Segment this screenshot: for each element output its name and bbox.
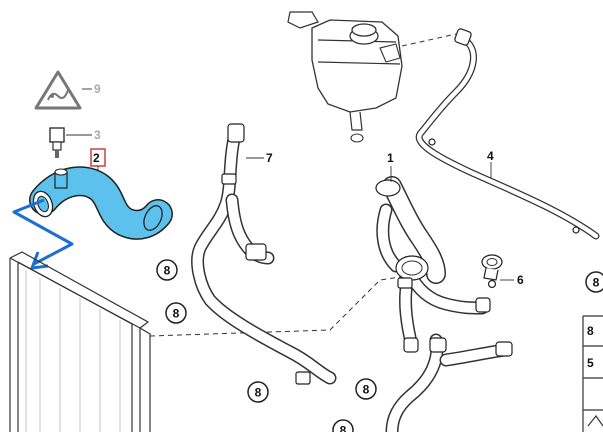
radiator [9,251,151,432]
circled-callout[interactable]: 8 [165,302,187,324]
svg-text:8: 8 [363,383,370,397]
callout-label-3: 3 [94,128,101,142]
legend-row-8: 8 [587,324,594,338]
svg-text:8: 8 [173,307,180,321]
warning-triangle-icon [34,70,82,110]
legend-row-5: 5 [587,356,594,370]
svg-text:8: 8 [593,276,600,290]
vent-line [415,28,600,240]
callout-label-7: 7 [266,151,273,165]
svg-text:8: 8 [164,264,171,278]
hose-clip-6 [481,254,503,289]
callout-label-4: 4 [487,149,494,163]
callout-label-6: 6 [517,273,524,287]
temperature-sensor [49,127,65,158]
circled-callout[interactable]: 8 [332,419,354,432]
parts-legend: 8 5 [582,315,603,432]
expansion-tank [287,11,403,143]
callout-label-1: 1 [387,151,394,165]
callout-label-2[interactable]: 2 [93,151,100,165]
coolant-hose-7 [191,123,337,385]
circled-callout[interactable]: 8 [156,259,178,281]
circled-callout[interactable]: 8 [585,271,603,293]
svg-text:8: 8 [340,424,347,432]
highlighted-radiator-hose[interactable] [29,166,173,240]
svg-text:8: 8 [255,386,262,400]
coolant-hose-1 [375,176,513,432]
circled-callout[interactable]: 8 [247,381,269,403]
callout-label-9: 9 [94,82,101,96]
flow-arrow-icon [12,198,74,270]
circled-callout[interactable]: 8 [355,378,377,400]
